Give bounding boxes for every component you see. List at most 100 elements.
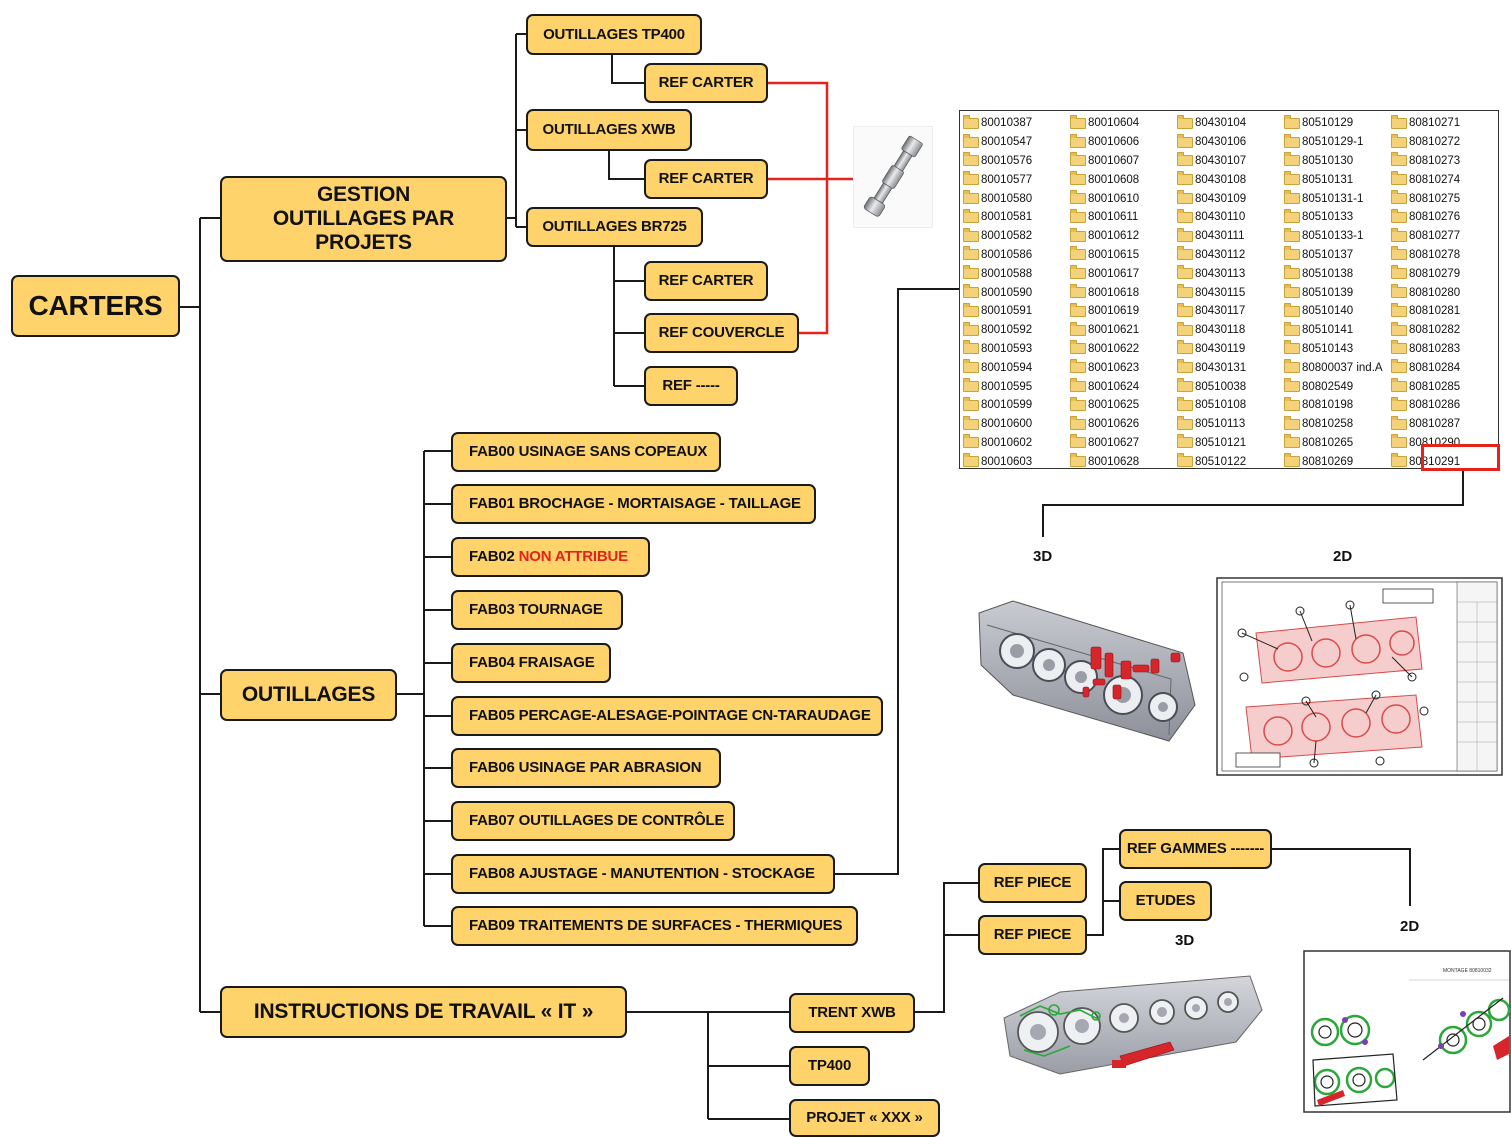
- folder-item[interactable]: 80430107: [1177, 152, 1284, 171]
- outillages-xwb-node[interactable]: OUTILLAGES XWB: [526, 109, 692, 151]
- folder-item[interactable]: 80010581: [963, 208, 1070, 227]
- fab07-node[interactable]: FAB07 OUTILLAGES DE CONTRÔLE: [451, 801, 735, 841]
- folder-item[interactable]: 80430131: [1177, 358, 1284, 377]
- fab00-node[interactable]: FAB00 USINAGE SANS COPEAUX: [451, 432, 721, 472]
- fab08-node[interactable]: FAB08 AJUSTAGE - MANUTENTION - STOCKAGE: [451, 854, 835, 894]
- folder-item[interactable]: 80010586: [963, 246, 1070, 265]
- folder-item[interactable]: 80010592: [963, 321, 1070, 340]
- folder-item[interactable]: 80010624: [1070, 377, 1177, 396]
- folder-item[interactable]: 80510131: [1284, 170, 1391, 189]
- folder-item[interactable]: 80010590: [963, 283, 1070, 302]
- folder-item[interactable]: 80510138: [1284, 264, 1391, 283]
- trent-xwb-node[interactable]: TRENT XWB: [789, 993, 915, 1033]
- folder-item[interactable]: 80510133-1: [1284, 227, 1391, 246]
- folder-item[interactable]: 80010603: [963, 452, 1070, 471]
- folder-item[interactable]: 80010593: [963, 340, 1070, 359]
- folder-item[interactable]: 80810273: [1391, 152, 1498, 171]
- folder-item[interactable]: 80010626: [1070, 415, 1177, 434]
- folder-item[interactable]: 80810277: [1391, 227, 1498, 246]
- folder-item[interactable]: 80510122: [1177, 452, 1284, 471]
- folder-item[interactable]: 80010612: [1070, 227, 1177, 246]
- fab02-node[interactable]: FAB02 NON ATTRIBUE: [451, 537, 650, 577]
- folder-item[interactable]: 80510129: [1284, 114, 1391, 133]
- folder-item[interactable]: 80510130: [1284, 152, 1391, 171]
- outillages-node[interactable]: OUTILLAGES: [220, 669, 397, 721]
- folder-item[interactable]: 80810285: [1391, 377, 1498, 396]
- folder-item[interactable]: 80510113: [1177, 415, 1284, 434]
- folder-item[interactable]: 80010604: [1070, 114, 1177, 133]
- folder-item[interactable]: 80810287: [1391, 415, 1498, 434]
- fab06-node[interactable]: FAB06 USINAGE PAR ABRASION: [451, 748, 721, 788]
- folder-item[interactable]: 80010577: [963, 170, 1070, 189]
- folder-item[interactable]: 80010610: [1070, 189, 1177, 208]
- folder-item[interactable]: 80810278: [1391, 246, 1498, 265]
- folder-item[interactable]: 80010595: [963, 377, 1070, 396]
- folder-item[interactable]: 80800037 ind.A: [1284, 358, 1391, 377]
- folder-item[interactable]: 80010628: [1070, 452, 1177, 471]
- folder-item[interactable]: 80010599: [963, 396, 1070, 415]
- root-node-carters[interactable]: CARTERS: [11, 275, 180, 337]
- folder-item[interactable]: 80810283: [1391, 340, 1498, 359]
- fab01-node[interactable]: FAB01 BROCHAGE - MORTAISAGE - TAILLAGE: [451, 484, 816, 524]
- folder-item[interactable]: 80010608: [1070, 170, 1177, 189]
- ref-couvercle-node[interactable]: REF COUVERCLE: [644, 313, 799, 353]
- folder-item[interactable]: 80010588: [963, 264, 1070, 283]
- folder-item[interactable]: 80810274: [1391, 170, 1498, 189]
- folder-item[interactable]: 80510143: [1284, 340, 1391, 359]
- ref-carter-tp400-node[interactable]: REF CARTER: [644, 63, 768, 103]
- folder-item[interactable]: 80010576: [963, 152, 1070, 171]
- folder-item[interactable]: 80810276: [1391, 208, 1498, 227]
- folder-item[interactable]: 80010582: [963, 227, 1070, 246]
- folder-item[interactable]: 80810198: [1284, 396, 1391, 415]
- folder-item[interactable]: 80810275: [1391, 189, 1498, 208]
- folder-item[interactable]: 80010627: [1070, 434, 1177, 453]
- folder-item[interactable]: 80430110: [1177, 208, 1284, 227]
- folder-item[interactable]: 80010619: [1070, 302, 1177, 321]
- gestion-outillages-node[interactable]: GESTION OUTILLAGES PAR PROJETS: [220, 176, 507, 262]
- folder-item[interactable]: 80510108: [1177, 396, 1284, 415]
- ref-piece-node-2[interactable]: REF PIECE: [978, 915, 1087, 955]
- folder-item[interactable]: 80810280: [1391, 283, 1498, 302]
- instructions-travail-node[interactable]: INSTRUCTIONS DE TRAVAIL « IT »: [220, 986, 627, 1038]
- folder-item[interactable]: 80810271: [1391, 114, 1498, 133]
- folder-item[interactable]: 80510121: [1177, 434, 1284, 453]
- folder-item[interactable]: 80510129-1: [1284, 133, 1391, 152]
- outillages-tp400-node[interactable]: OUTILLAGES TP400: [526, 14, 702, 55]
- ref-gammes-node[interactable]: REF GAMMES -------: [1119, 829, 1272, 869]
- fab03-node[interactable]: FAB03 TOURNAGE: [451, 590, 623, 630]
- folder-item[interactable]: 80010607: [1070, 152, 1177, 171]
- folder-item[interactable]: 80810265: [1284, 434, 1391, 453]
- folder-item[interactable]: 80010623: [1070, 358, 1177, 377]
- folder-item[interactable]: 80810281: [1391, 302, 1498, 321]
- ref-dash-node[interactable]: REF -----: [644, 366, 738, 406]
- folder-item[interactable]: 80510137: [1284, 246, 1391, 265]
- folder-item[interactable]: 80010622: [1070, 340, 1177, 359]
- folder-item[interactable]: 80010615: [1070, 246, 1177, 265]
- folder-item[interactable]: 80810258: [1284, 415, 1391, 434]
- folder-item[interactable]: 80430104: [1177, 114, 1284, 133]
- folder-item[interactable]: 80010594: [963, 358, 1070, 377]
- folder-item[interactable]: 80430119: [1177, 340, 1284, 359]
- folder-item[interactable]: 80010580: [963, 189, 1070, 208]
- folder-item[interactable]: 80810286: [1391, 396, 1498, 415]
- folder-item[interactable]: 80010606: [1070, 133, 1177, 152]
- ref-piece-node-1[interactable]: REF PIECE: [978, 863, 1087, 903]
- ref-carter-xwb-node[interactable]: REF CARTER: [644, 159, 768, 199]
- folder-item[interactable]: 80510133: [1284, 208, 1391, 227]
- folder-item[interactable]: 80810282: [1391, 321, 1498, 340]
- folder-item[interactable]: 80510139: [1284, 283, 1391, 302]
- folder-item[interactable]: 80010602: [963, 434, 1070, 453]
- folder-item[interactable]: 80802549: [1284, 377, 1391, 396]
- folder-item[interactable]: 80010387: [963, 114, 1070, 133]
- tp400-it-node[interactable]: TP400: [789, 1046, 870, 1086]
- folder-item[interactable]: 80010591: [963, 302, 1070, 321]
- folder-item[interactable]: 80010547: [963, 133, 1070, 152]
- folder-item[interactable]: 80810284: [1391, 358, 1498, 377]
- folder-item[interactable]: 80010625: [1070, 396, 1177, 415]
- folder-item[interactable]: 80010617: [1070, 264, 1177, 283]
- etudes-node[interactable]: ETUDES: [1119, 881, 1212, 921]
- outillages-br725-node[interactable]: OUTILLAGES BR725: [526, 207, 703, 247]
- fab05-node[interactable]: FAB05 PERCAGE-ALESAGE-POINTAGE CN-TARAUD…: [451, 696, 883, 736]
- projet-xxx-node[interactable]: PROJET « XXX »: [789, 1099, 940, 1137]
- folder-item[interactable]: 80430113: [1177, 264, 1284, 283]
